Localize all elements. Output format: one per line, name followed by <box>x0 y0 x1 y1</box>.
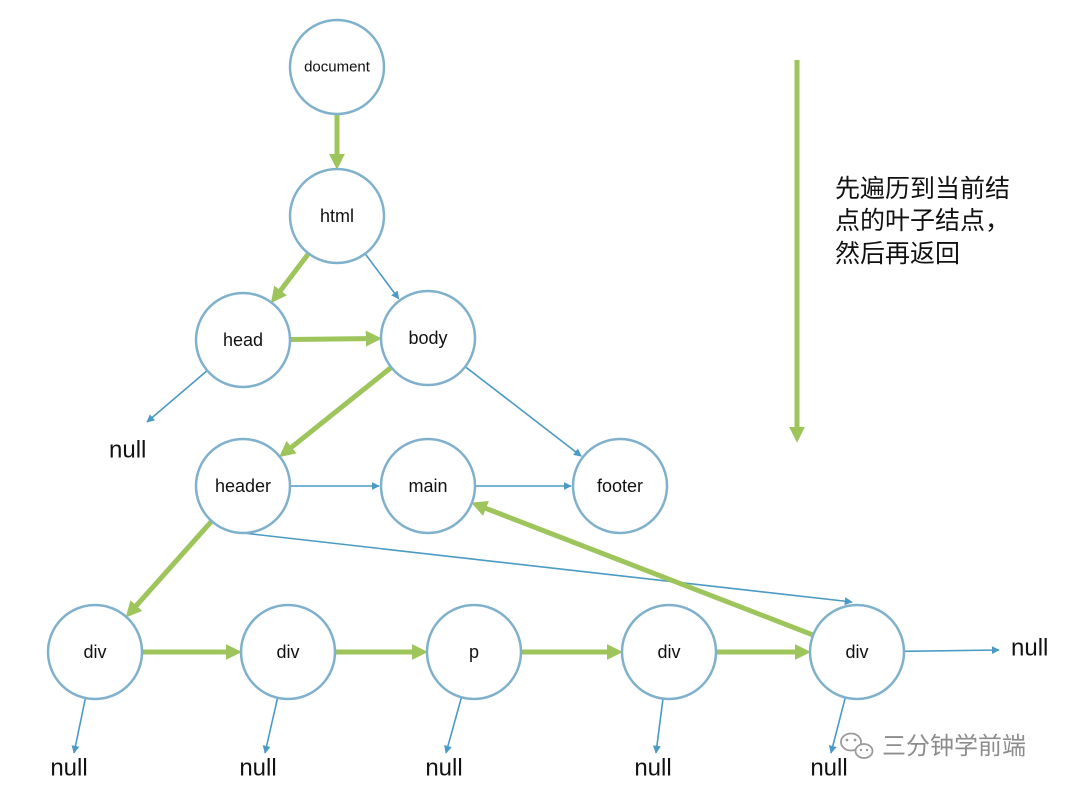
traversal-step <box>289 330 382 347</box>
node-label: footer <box>597 476 643 496</box>
node-head: head <box>194 291 292 389</box>
note-line: 点的叶子结点， <box>835 206 1010 235</box>
node-label: html <box>320 206 354 226</box>
node-main: main <box>379 437 477 535</box>
null-label: null <box>425 755 462 782</box>
watermark-text: 三分钟学前端 <box>882 732 1026 760</box>
node-circle <box>194 291 292 389</box>
traversal-step <box>279 365 393 458</box>
tree-edge <box>71 697 87 754</box>
node-label: header <box>215 476 271 496</box>
null-label: null <box>634 755 671 782</box>
node-circle <box>425 603 523 701</box>
null-labels: null null null null null null null <box>50 437 1048 782</box>
node-circle <box>379 289 477 387</box>
tree-edge <box>652 698 664 754</box>
node-circle <box>571 437 669 535</box>
node-label: div <box>276 642 299 662</box>
node-circle <box>194 437 292 535</box>
traversal-step <box>270 251 311 304</box>
node-circle <box>239 603 337 701</box>
tree-edge <box>464 366 582 457</box>
note-line: 先遍历到当前结 <box>835 174 1010 203</box>
traversal-step <box>125 519 214 618</box>
traversal-path <box>125 114 815 660</box>
tree-edge <box>364 253 400 300</box>
node-circle <box>46 603 144 701</box>
nodes: document html head body header main footer div d… <box>46 18 906 701</box>
tree-edge <box>262 697 279 754</box>
watermark: 三分钟学前端 <box>840 732 1026 760</box>
node-label: div <box>845 642 868 662</box>
node-label: div <box>657 642 680 662</box>
tree-edge <box>146 369 208 423</box>
node-label: body <box>408 328 447 348</box>
node-html: html <box>288 167 386 265</box>
node-label: div <box>83 642 106 662</box>
tree-edge <box>444 697 463 754</box>
null-label: null <box>810 755 847 782</box>
node-div3: div <box>620 603 718 701</box>
wechat-icon <box>840 732 874 759</box>
node-footer: footer <box>571 437 669 535</box>
node-label: document <box>304 59 371 76</box>
node-label: main <box>408 476 447 496</box>
node-circle <box>288 167 386 265</box>
note: 先遍历到当前结 点的叶子结点， 然后再返回 <box>835 174 1010 268</box>
traversal-step <box>471 500 815 638</box>
tree-edge <box>903 646 1000 655</box>
node-circle <box>808 603 906 701</box>
node-div1: div <box>46 603 144 701</box>
node-body: body <box>379 289 477 387</box>
node-header: header <box>194 437 292 535</box>
node-label: p <box>469 642 479 662</box>
null-label: null <box>239 755 276 782</box>
tree-edge <box>242 532 853 606</box>
tree-edge <box>828 697 847 754</box>
node-circle <box>288 18 386 116</box>
node-div2: div <box>239 603 337 701</box>
node-circle <box>620 603 718 701</box>
note-line: 然后再返回 <box>835 239 960 268</box>
node-label: head <box>223 330 263 350</box>
node-circle <box>379 437 477 535</box>
node-div4: div <box>808 603 906 701</box>
null-label: null <box>50 755 87 782</box>
node-p: p <box>425 603 523 701</box>
null-label: null <box>109 437 146 464</box>
node-document: document <box>288 18 386 116</box>
null-label: null <box>1011 635 1048 662</box>
